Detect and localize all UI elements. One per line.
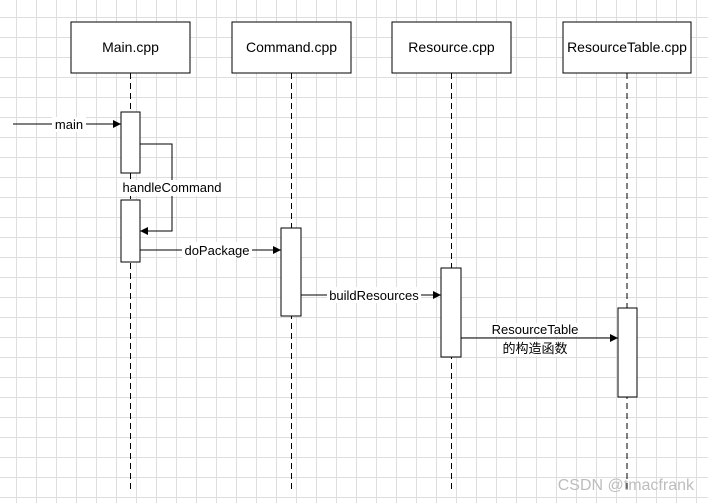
message-build-label: buildResources [329, 288, 419, 303]
participant-resource: Resource.cpp [391, 21, 512, 74]
message-main-label: main [55, 117, 83, 132]
activation-command [280, 227, 302, 317]
activation-main-1 [120, 111, 141, 174]
participant-table: ResourceTable.cpp [562, 21, 692, 74]
message-ctor-label-line1: ResourceTable [492, 322, 579, 337]
participant-command: Command.cpp [231, 21, 352, 74]
activation-main-2 [120, 199, 141, 263]
participant-resource-label: Resource.cpp [408, 39, 495, 55]
message-ctor-label-bg2 [500, 340, 572, 356]
message-dopackage-label-bg [182, 242, 252, 258]
participant-table-label: ResourceTable.cpp [567, 39, 687, 55]
activation-resource [440, 267, 462, 358]
message-ctor-label-line2: 的构造函数 [502, 341, 567, 356]
message-handle-label: handleCommand [122, 180, 221, 195]
activation-table [617, 307, 638, 398]
participant-command-label: Command.cpp [246, 39, 337, 55]
message-dopackage-label: doPackage [184, 243, 249, 258]
message-build-label-bg [327, 287, 421, 303]
message-ctor-label-bg1 [490, 323, 582, 336]
watermark: CSDN @tmacfrank [557, 477, 694, 494]
message-main-label-bg [52, 117, 86, 132]
message-handle-label-bg [119, 180, 224, 196]
participant-main-label: Main.cpp [102, 39, 159, 55]
participant-main: Main.cpp [70, 21, 191, 74]
